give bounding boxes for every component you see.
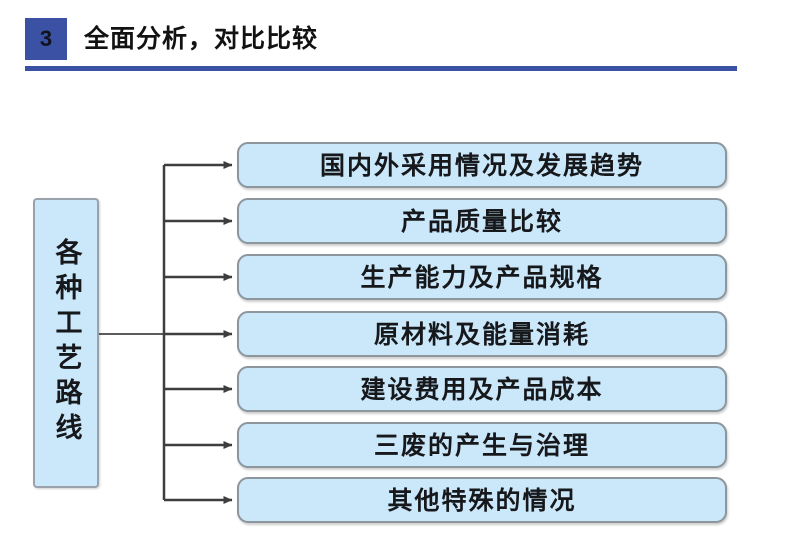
branch-node-4[interactable]: 原材料及能量消耗 <box>237 311 727 357</box>
root-node-label: 各种工艺路线 <box>50 238 82 448</box>
branch-node-6-label: 三废的产生与治理 <box>373 430 590 460</box>
header-divider-rule <box>25 66 737 71</box>
page-title: 全面分析，对比比较 <box>84 25 319 53</box>
branch-node-3-label: 生产能力及产品规格 <box>360 262 604 292</box>
branch-node-4-label: 原材料及能量消耗 <box>373 319 590 349</box>
branch-node-5-label: 建设费用及产品成本 <box>360 374 604 404</box>
branch-node-2[interactable]: 产品质量比较 <box>237 198 727 244</box>
page-header: 3 全面分析，对比比较 <box>0 0 792 80</box>
branch-node-1[interactable]: 国内外采用情况及发展趋势 <box>237 142 727 188</box>
branch-node-1-label: 国内外采用情况及发展趋势 <box>319 150 644 180</box>
section-number-text: 3 <box>39 26 53 51</box>
process-comparison-diagram: 各种工艺路线 国内外采用情况及发展趋势 产品质量比较 生产能力及产品规格 原材料… <box>0 80 792 555</box>
branch-node-7[interactable]: 其他特殊的情况 <box>237 477 727 523</box>
section-number-badge: 3 <box>25 18 67 60</box>
root-node-process-routes[interactable]: 各种工艺路线 <box>33 198 99 488</box>
branch-node-2-label: 产品质量比较 <box>400 206 563 236</box>
branch-node-5[interactable]: 建设费用及产品成本 <box>237 366 727 412</box>
branch-node-6[interactable]: 三废的产生与治理 <box>237 422 727 468</box>
branch-node-7-label: 其他特殊的情况 <box>387 485 577 515</box>
branch-node-3[interactable]: 生产能力及产品规格 <box>237 254 727 300</box>
